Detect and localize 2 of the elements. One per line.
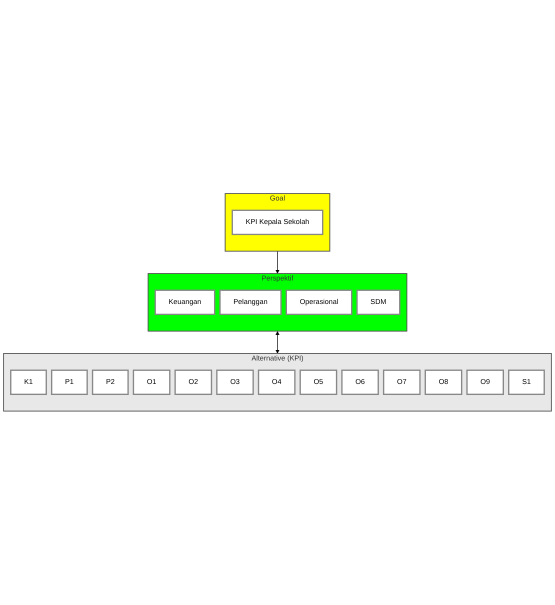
arrow xyxy=(276,331,280,354)
arrow xyxy=(276,251,280,274)
